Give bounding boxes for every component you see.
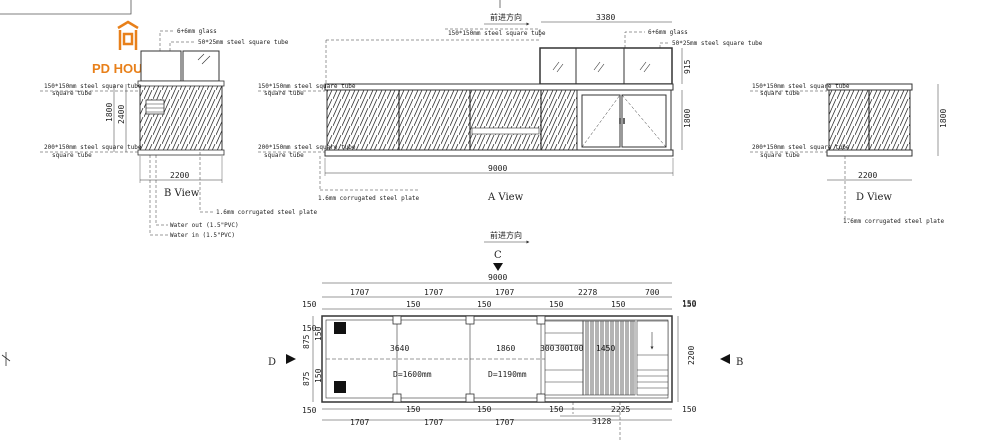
plan-left-150-2: 150 [302, 406, 317, 415]
water-in-label: Water in (1.5"PVC) [170, 232, 235, 239]
marker-d-label: D [268, 357, 276, 368]
plan-left-dim-3: 150 [314, 368, 323, 383]
b-plate-label: 1.6mm corrugated steel plate [216, 209, 318, 216]
b-height-inner: 2400 [117, 105, 126, 124]
plan-top-dim-4: 2278 [578, 288, 597, 297]
plan-room-dim-1: 3640 [390, 344, 409, 353]
drain-icon [334, 381, 346, 393]
a-top-dim: 3380 [596, 13, 615, 22]
b-view: PD HOUSE 6+6mm glass 50*25mm steel squar… [40, 20, 318, 239]
a-view: 前进方向 150*150mm steel square tube 3380 6+… [258, 12, 763, 203]
b-height-total: 1800 [105, 103, 114, 122]
plan-top-dim-5: 700 [645, 288, 660, 297]
marker-c-arrow [493, 263, 503, 271]
plan-room-dim-5: 100 [569, 344, 584, 353]
plan-top-small-3: 150 [477, 300, 492, 309]
plan-room-dim-6: 1450 [596, 344, 615, 353]
plan-right-dim-3: 150 [682, 405, 697, 414]
plan-top-small-4: 150 [549, 300, 564, 309]
a-direction-label: 前进方向 [490, 12, 522, 22]
plan-top-dim-3: 1707 [495, 288, 514, 297]
d-view-title: D View [856, 192, 892, 203]
plan-top-small-2: 150 [406, 300, 421, 309]
plan-bottom-dim-2: 1707 [424, 418, 443, 427]
plan-bottom-dim-1: 1707 [350, 418, 369, 427]
plan-top-dim-2: 1707 [424, 288, 443, 297]
a-tube-glass-label: 50*25mm steel square tube [672, 40, 763, 47]
d-plate-label: 1.6mm corrugated steel plate [843, 218, 945, 225]
b-width: 2200 [170, 171, 189, 180]
a-tube-label: 150*150mm steel square tube [448, 30, 546, 37]
b-glass-label: 6+6mm glass [177, 28, 217, 35]
marker-d-arrow [286, 354, 296, 364]
a-tube-bottom-label: 200*150mm steel square tube [258, 144, 356, 151]
plan-direction-label: 前进方向 [490, 230, 522, 240]
plan-top-small-6: 150 [682, 300, 697, 309]
a-length: 9000 [488, 164, 507, 173]
plan-left-150-1: 150 [302, 324, 317, 333]
a-height-body: 1800 [683, 109, 692, 128]
d-width: 2200 [858, 171, 877, 180]
plan-left-dim-4: 875 [302, 371, 311, 386]
plan-room-dim-3: 300 [540, 344, 555, 353]
plan-d1: D=1600mm [393, 370, 432, 379]
plan-bottom-small-3: 150 [549, 405, 564, 414]
d-height: 1800 [939, 109, 948, 128]
marker-b-arrow [720, 354, 730, 364]
plan-view: 前进方向 C 9000 1707 1707 1707 2278 700 150 … [1, 230, 743, 441]
b-tube-top-label: 150*150mm steel square tube [44, 83, 142, 90]
a-view-title: A View [487, 192, 524, 203]
svg-text:square tube: square tube [52, 152, 92, 159]
a-height-glass: 915 [683, 59, 692, 74]
svg-text:square tube: square tube [264, 152, 304, 159]
water-out-label: Water out (1.5"PVC) [170, 222, 239, 229]
svg-text:square tube: square tube [760, 152, 800, 159]
marker-c-label: C [494, 250, 502, 261]
plan-left-dim-1: 875 [302, 334, 311, 349]
plan-left-dim-2: 150 [314, 326, 323, 341]
drain-icon [334, 322, 346, 334]
svg-text:square tube: square tube [760, 90, 800, 97]
plan-top-dim-1: 1707 [350, 288, 369, 297]
plan-bottom-small-4: 2225 [611, 405, 630, 414]
b-tube50-label: 50*25mm steel square tube [198, 39, 289, 46]
plan-top-small-5: 150 [611, 300, 626, 309]
marker-b-label: B [736, 357, 743, 368]
plan-top-small-1: 150 [302, 300, 317, 309]
plan-room-dim-2: 1860 [496, 344, 515, 353]
plan-bottom-dim-3: 1707 [495, 418, 514, 427]
plan-bottom-dim-4: 3128 [592, 417, 611, 426]
plan-right-dim-2: 2200 [687, 346, 696, 365]
edge-symbol-icon [1, 352, 11, 366]
svg-text:square tube: square tube [264, 90, 304, 97]
b-view-title: B View [164, 188, 200, 199]
a-tube-top-label: 150*150mm steel square tube [258, 83, 356, 90]
d-view: 150*150mm steel square tube square tube … [750, 83, 948, 225]
d-tube-bottom-label: 200*150mm steel square tube [752, 144, 850, 151]
plan-total-length: 9000 [488, 273, 507, 282]
a-glass-label: 6+6mm glass [648, 29, 688, 36]
b-tube-bottom-label: 200*150mm steel square tube [44, 144, 142, 151]
a-plate-label: 1.6mm corrugated steel plate [318, 195, 420, 202]
plan-right-dim-1: 150 [682, 299, 697, 308]
plan-room-dim-4: 300 [555, 344, 570, 353]
plan-bottom-small-1: 150 [406, 405, 421, 414]
plan-d2: D=1190mm [488, 370, 527, 379]
svg-text:square tube: square tube [52, 90, 92, 97]
plan-bottom-small-2: 150 [477, 405, 492, 414]
d-tube-top-label: 150*150mm steel square tube [752, 83, 850, 90]
